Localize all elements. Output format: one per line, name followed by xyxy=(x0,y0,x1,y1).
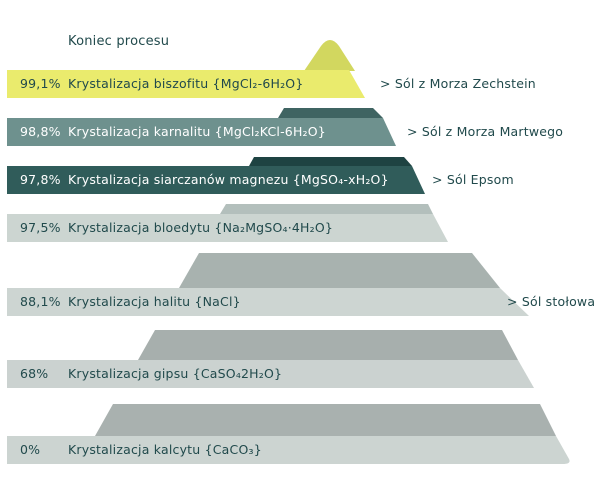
stage-percent: 97,8% xyxy=(20,172,61,187)
stage-percent: 98,8% xyxy=(20,124,61,139)
stage-annotation-5: > Sól stołowa xyxy=(507,294,596,309)
stage-row-4: 97,5% Krystalizacja bloedytu {Na₂MgSO₄·4… xyxy=(0,214,600,242)
stage-cap-2 xyxy=(278,108,383,118)
stage-row-7: 0% Krystalizacja kalcytu {CaCO₃} xyxy=(0,436,600,464)
stage-percent: 88,1% xyxy=(20,294,61,309)
stage-label: Krystalizacja biszofitu {MgCl₂-6H₂O} xyxy=(68,76,304,91)
stage-cap-4 xyxy=(220,204,433,214)
stage-annotation-3: > Sól Epsom xyxy=(432,172,514,187)
stage-cap-7 xyxy=(95,404,556,436)
stage-band-5 xyxy=(7,288,529,316)
stage-percent: 97,5% xyxy=(20,220,61,235)
stage-band-6 xyxy=(7,360,534,388)
stage-row-2: 98,8% Krystalizacja karnalitu {MgCl₂KCl-… xyxy=(0,118,600,146)
stage-label: Krystalizacja karnalitu {MgCl₂KCl-6H₂O} xyxy=(68,124,326,139)
stage-band-4 xyxy=(7,214,448,242)
stage-row-5: 88,1% Krystalizacja halitu {NaCl} xyxy=(0,288,600,316)
stage-cap-5 xyxy=(179,253,500,288)
stage-percent: 68% xyxy=(20,366,49,381)
stage-percent: 99,1% xyxy=(20,76,61,91)
stage-percent: 0% xyxy=(20,442,41,457)
stage-cap-3 xyxy=(249,157,412,166)
diagram-title: Koniec procesu xyxy=(68,34,170,49)
apex-cap xyxy=(304,40,355,71)
stage-label: Krystalizacja halitu {NaCl} xyxy=(68,294,241,309)
stage-row-6: 68% Krystalizacja gipsu {CaSO₄2H₂O} xyxy=(0,360,600,388)
stage-row-1: 99,1% Krystalizacja biszofitu {MgCl₂-6H₂… xyxy=(0,70,600,98)
stage-band-7 xyxy=(7,436,570,464)
stage-band-2 xyxy=(7,118,396,146)
stage-label: Krystalizacja kalcytu {CaCO₃} xyxy=(68,442,262,457)
stage-band-1 xyxy=(7,70,365,98)
stage-band-3 xyxy=(7,166,425,194)
stage-annotation-1: > Sól z Morza Zechstein xyxy=(380,76,536,91)
stage-cap-6 xyxy=(138,330,518,360)
stage-label: Krystalizacja gipsu {CaSO₄2H₂O} xyxy=(68,366,283,381)
stage-label: Krystalizacja bloedytu {Na₂MgSO₄·4H₂O} xyxy=(68,220,334,235)
stage-label: Krystalizacja siarczanów magnezu {MgSO₄-… xyxy=(68,172,389,187)
stage-row-3: 97,8% Krystalizacja siarczanów magnezu {… xyxy=(0,166,600,194)
stage-annotation-2: > Sól z Morza Martwego xyxy=(407,124,564,139)
